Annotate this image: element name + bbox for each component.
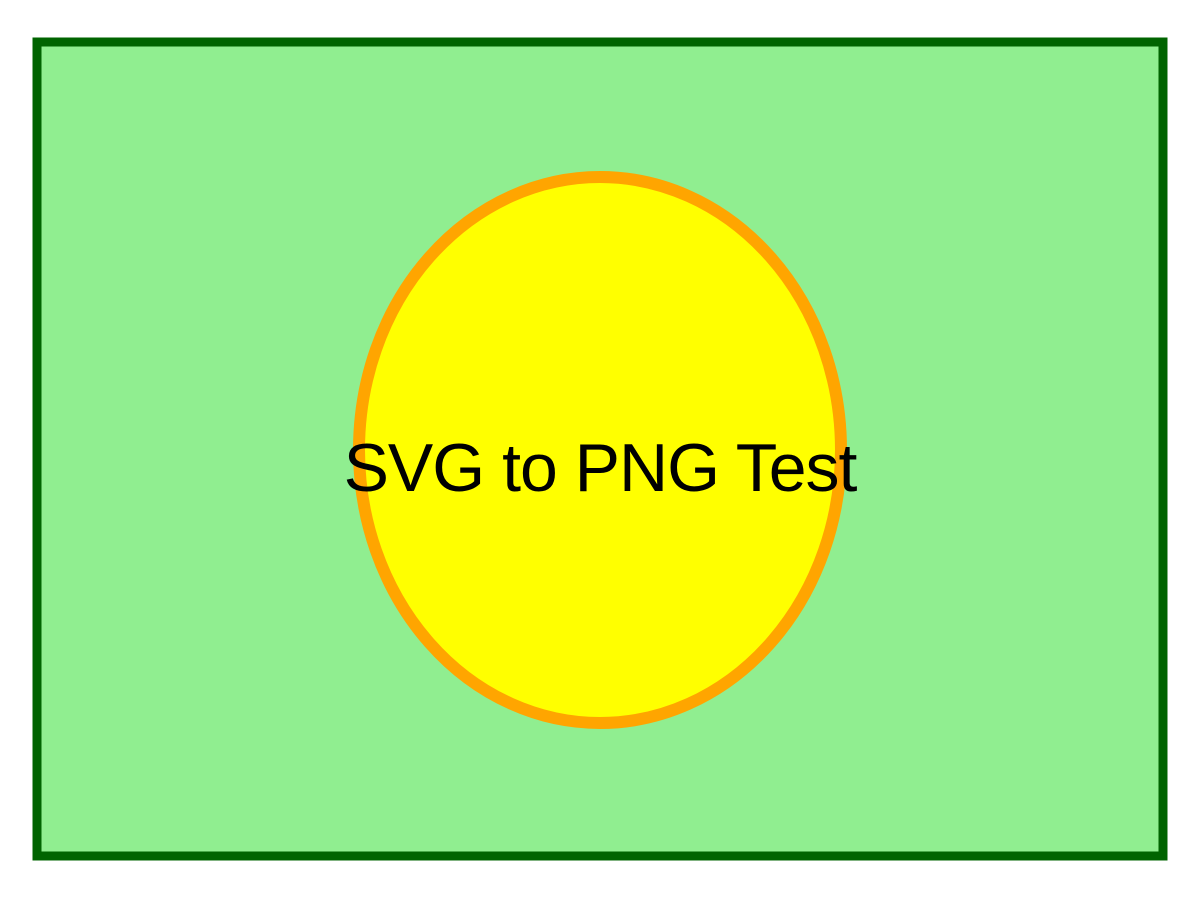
caption-text: SVG to PNG Test <box>344 430 858 506</box>
yellow-ellipse <box>353 171 847 729</box>
